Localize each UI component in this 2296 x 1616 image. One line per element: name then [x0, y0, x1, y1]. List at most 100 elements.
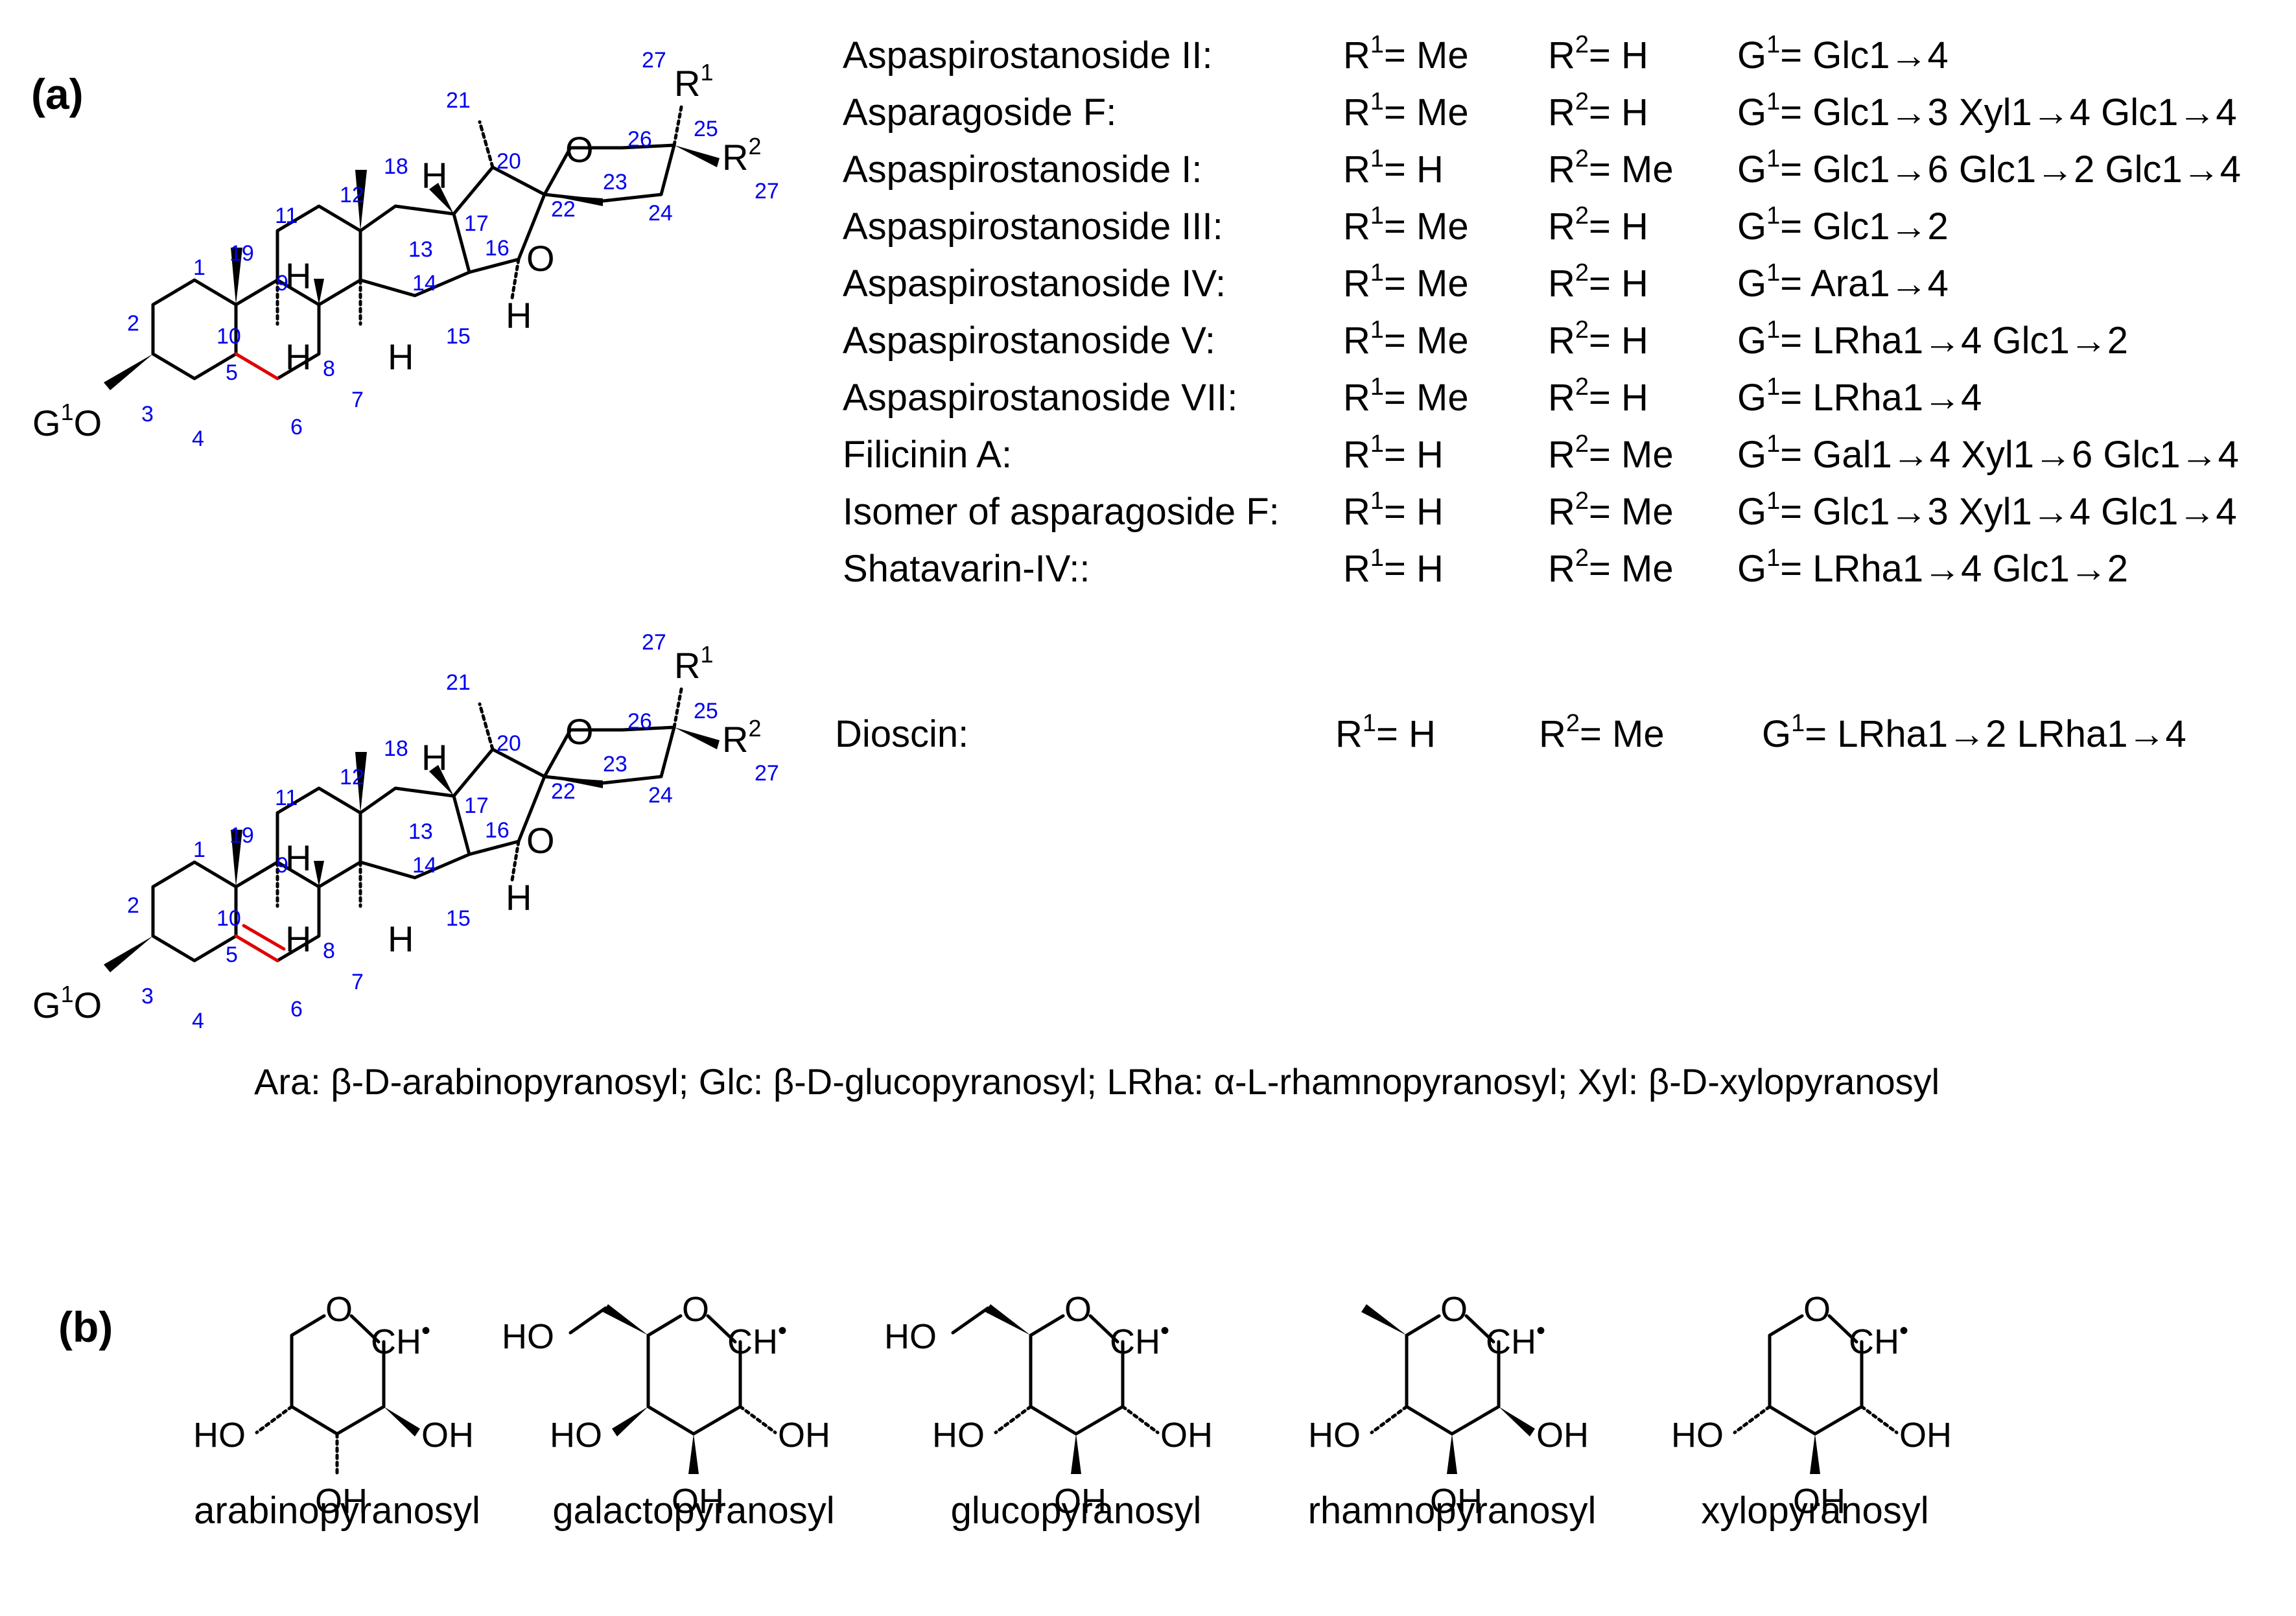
c4-hashed [1370, 1405, 1409, 1434]
abbreviation-legend: Ara: β-D-arabinopyranosyl; Glc: β-D-gluc… [254, 1061, 1939, 1102]
r2-label: R2 [722, 133, 761, 178]
c3-wedge [1810, 1434, 1820, 1474]
c6-hydroxyl: HO [502, 1317, 554, 1356]
compound-g1: G1= Glc1→3 Xyl1→4 Glc1→4 [1737, 487, 2237, 533]
c2-hydroxyl: OH [1536, 1416, 1589, 1455]
c3-wedge [1071, 1434, 1081, 1474]
r2-wedge [674, 145, 720, 167]
h8-wedge [314, 861, 324, 887]
locant-26: 26 [627, 709, 652, 734]
ring-c [275, 786, 362, 889]
c2-hashed [738, 1405, 777, 1434]
compound-table: Aspaspirostanoside II: R1= Me R2= H G1= Glc… [843, 31, 2241, 590]
compound-r1: R1= Me [1343, 202, 1469, 248]
locant-8: 8 [323, 357, 335, 381]
locant-1: 1 [193, 255, 205, 280]
ring-d [358, 204, 471, 298]
anomeric-carbon: CH• [727, 1317, 787, 1361]
h9-label: H [285, 336, 311, 377]
c2-hydroxyl: OH [1160, 1416, 1213, 1455]
locant-18: 18 [384, 736, 408, 761]
c3-wedge [1447, 1434, 1457, 1474]
compound-r2: R2= H [1548, 202, 1648, 248]
locant-20: 20 [497, 731, 521, 756]
ring-d [358, 786, 471, 880]
compound-name: Aspaspirostanoside III: [843, 205, 1223, 248]
anomeric-carbon: CH• [1849, 1317, 1908, 1361]
c4-hydroxyl: HO [1308, 1416, 1361, 1455]
ring-oxygen: O [1803, 1290, 1831, 1329]
ring-oxygen: O [682, 1290, 709, 1329]
locant-22: 22 [551, 197, 576, 222]
locant-17: 17 [464, 793, 489, 818]
c5-wedge [603, 1304, 648, 1335]
compound-name: Aspaspirostanoside VII: [843, 377, 1237, 419]
panel-b-label: (b) [58, 1303, 113, 1351]
locant-20: 20 [497, 149, 521, 174]
h16-label: H [506, 295, 532, 336]
r2-label: R2 [722, 715, 761, 760]
locant-6: 6 [290, 415, 303, 439]
spirostane-structure-delta5: G1O O O H H H H H R1 R2 1 2 3 4 5 6 7 8 … [32, 630, 779, 1033]
compound-name: Filicinin A: [843, 434, 1012, 476]
methyl-21 [478, 702, 495, 751]
locant-12: 12 [340, 765, 364, 790]
compound-r2: R2= H [1548, 259, 1648, 305]
compound-name: Aspaspirostanoside I: [843, 148, 1202, 191]
pyranose-ring [290, 1314, 386, 1436]
compound-r2: R2= Me [1548, 145, 1674, 191]
ring-c [275, 204, 362, 307]
pyranose-ring [1768, 1314, 1864, 1436]
locant-15: 15 [446, 324, 471, 349]
compound-r1: R1= Me [1343, 316, 1469, 362]
r1-label: R1 [674, 641, 713, 686]
methyl-19 [231, 830, 242, 887]
c6-bond [951, 1306, 990, 1335]
c6-bond [568, 1306, 607, 1335]
sugar-name: glucopyranosyl [951, 1490, 1202, 1532]
ring-e-oxygen: O [526, 820, 555, 861]
compound-g1: G1= Glc1→3 Xyl1→4 Glc1→4 [1737, 88, 2237, 134]
c4-wedge [612, 1407, 648, 1436]
locant-21: 21 [446, 88, 471, 113]
h8-wedge [314, 279, 324, 305]
sugar-name: galactopyranosyl [552, 1490, 834, 1532]
locant-8: 8 [323, 939, 335, 963]
c3-hydroxyl: OH [1054, 1482, 1107, 1521]
pyranose-ring [646, 1314, 742, 1436]
compound-g1: G1= Ara1→4 [1737, 259, 1949, 305]
locant-5: 5 [226, 360, 238, 385]
dioscin-r1: R1= H [1335, 710, 1436, 755]
h17-label: H [421, 737, 447, 778]
ring-oxygen: O [1440, 1290, 1468, 1329]
compound-r1: R1= Me [1343, 259, 1469, 305]
locant-3: 3 [141, 984, 154, 1009]
locant-24: 24 [648, 783, 673, 808]
h16-hashed [510, 257, 521, 300]
locant-26: 26 [627, 127, 652, 152]
c3-hydroxyl: OH [315, 1482, 368, 1521]
side-chain [452, 165, 546, 216]
g1-label: G1O [32, 399, 102, 443]
sugar-name: rhamnopyranosyl [1308, 1490, 1597, 1532]
locant-23: 23 [603, 752, 627, 777]
locant-27-top: 27 [642, 48, 666, 73]
compound-r2: R2= H [1548, 373, 1648, 419]
h17-wedge [429, 765, 454, 796]
compound-r2: R2= Me [1548, 487, 1674, 533]
compound-name: Aspaspirostanoside II: [843, 34, 1213, 76]
pyranose-ring [1029, 1314, 1125, 1436]
c4-hydroxyl: HO [1671, 1416, 1724, 1455]
c3-hydroxyl: OH [1430, 1482, 1482, 1521]
